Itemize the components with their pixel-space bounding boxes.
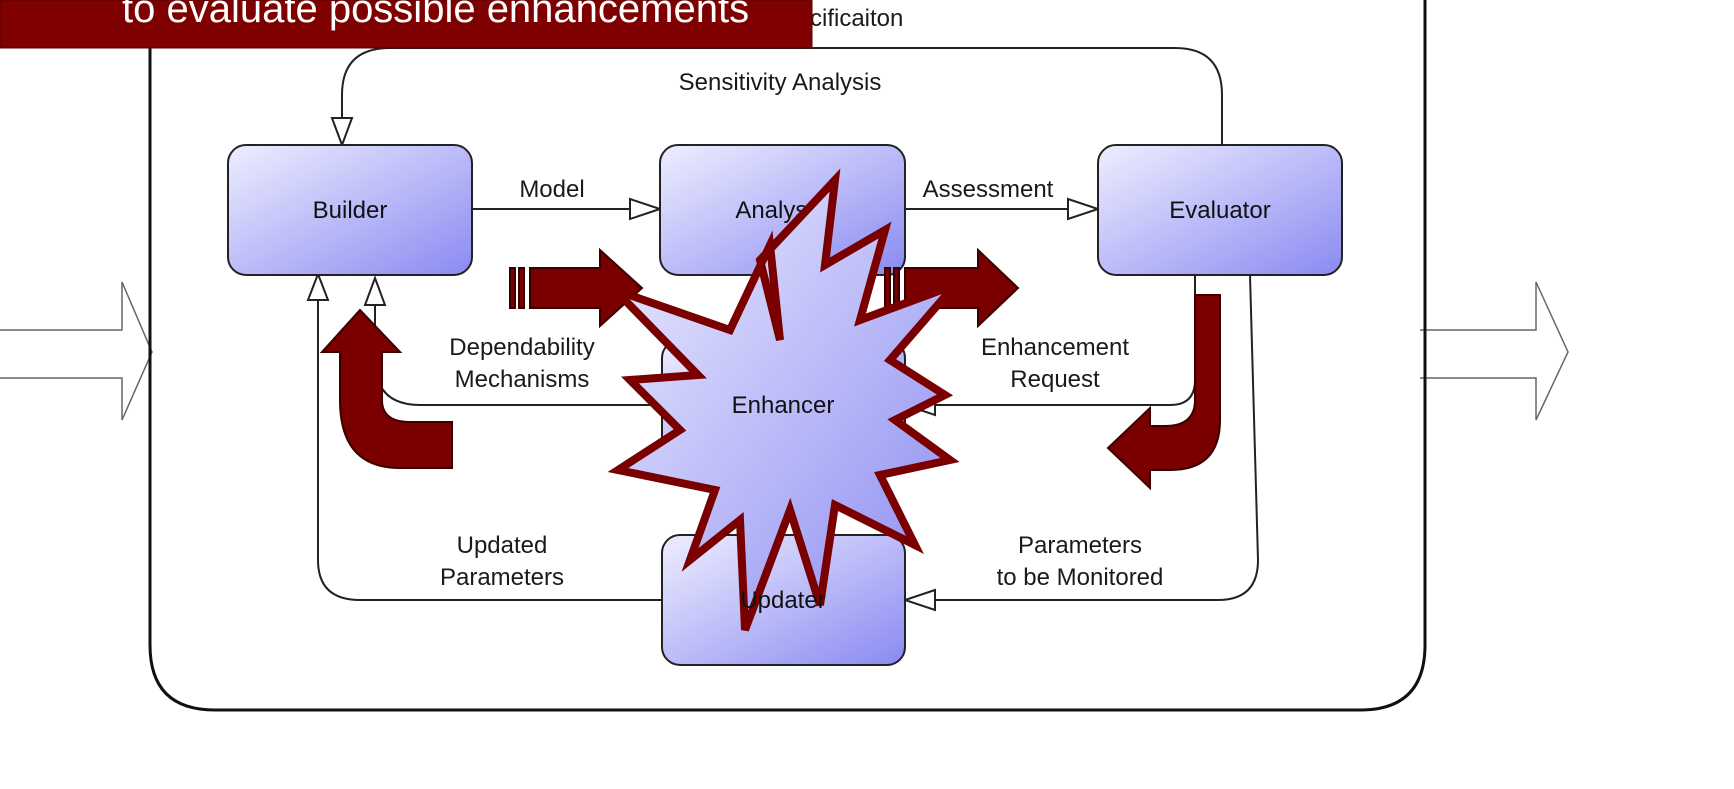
parameters-label: Parameters [1018,532,1142,559]
mechanisms-label: Mechanisms [455,366,590,393]
input-arrow [0,281,153,421]
model-label: Model [519,176,584,203]
request-label: Request [1010,366,1100,393]
sensitivity-analysis-label: Sensitivity Analysis [679,69,882,96]
updater-label: Updater [740,587,825,614]
evaluator-box: Evaluator [1097,144,1343,276]
enhancer-label: Enhancer [732,392,835,419]
dependability-label: Dependability [449,334,594,361]
evaluator-label: Evaluator [1169,197,1270,224]
outer-frame [148,0,1427,712]
output-arrow [1420,281,1569,421]
banner-text: to evaluate possible enhancements [122,0,749,31]
updated-label: Updated [457,532,548,559]
enhancement-label: Enhancement [981,334,1129,361]
specification-label: cificaiton [810,5,903,32]
builder-label: Builder [313,197,388,224]
updated-parameters-label: Parameters [440,564,564,591]
to-be-monitored-label: to be Monitored [997,564,1164,591]
assessment-label: Assessment [923,176,1054,203]
starburst [607,168,960,632]
banner: to evaluate possible enhancements [0,0,813,49]
builder-box: Builder [227,144,473,276]
